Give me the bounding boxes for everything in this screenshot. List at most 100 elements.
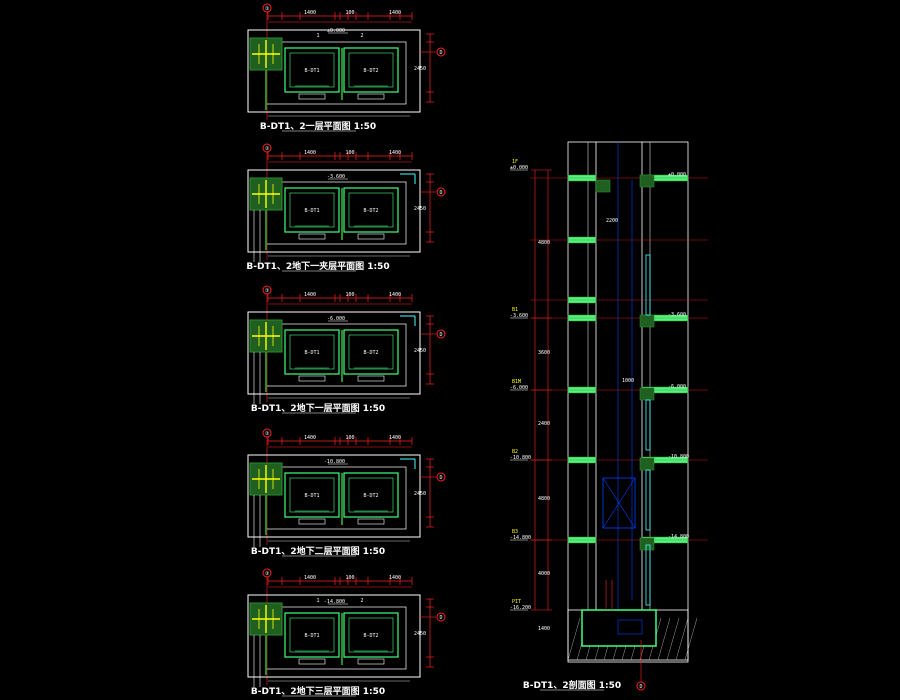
car-left-landing-door: [298, 658, 326, 665]
dimension-text-top: 1400: [389, 10, 401, 16]
car-right-cab: [348, 617, 394, 653]
plan-outer-wall: [247, 594, 421, 678]
car-right-label: B-DT2: [363, 493, 378, 499]
axis-label-right: D: [439, 475, 442, 481]
dimension-text-top: 1400: [304, 575, 316, 581]
dimension-text-right: 2450: [414, 631, 426, 637]
car-right-outline: [343, 47, 399, 93]
car-right-label: B-DT2: [363, 68, 378, 74]
car-right-landing-door: [357, 233, 385, 240]
section-car-cross: [602, 477, 636, 529]
glass-panel: [645, 399, 651, 451]
level-tag: 1F: [512, 159, 518, 165]
pit-hatch: [684, 617, 698, 661]
car-left-landing-door: [298, 233, 326, 240]
dimension-text-top: 1400: [389, 150, 401, 156]
car-right-cab: [348, 52, 394, 88]
buffer: [617, 619, 643, 635]
car-left-outline: [284, 329, 340, 375]
axis-bubble-right: [436, 187, 446, 197]
glass-panel: [645, 544, 651, 606]
car-right-outline: [343, 329, 399, 375]
level-tag: B1M: [512, 379, 521, 385]
car-right-landing-door: [357, 93, 385, 100]
level-elevation: -6.000: [510, 385, 528, 391]
glass-panel: [645, 254, 651, 316]
level-elevation: -16.200: [510, 605, 531, 611]
plan-title: B-DT1、2一层平面图 1:50: [260, 121, 376, 132]
car-left-cab: [289, 334, 335, 370]
car-left-outline: [284, 472, 340, 518]
dimension-text-left: 3600: [538, 350, 550, 356]
axis-bubble-bottom: [636, 681, 646, 691]
plan-title: B-DT1、2地下一夹层平面图 1:50: [246, 260, 389, 272]
car-right-label: B-DT2: [363, 633, 378, 639]
plan-elevation-tag: ±0.000: [327, 28, 345, 34]
dimension-text-top: 100: [345, 150, 354, 156]
right-elevation-tag: -6.000: [668, 384, 686, 390]
dimension-text-top: 1400: [304, 435, 316, 441]
level-tag: B2: [512, 449, 518, 455]
axis-label-top: ③: [265, 6, 270, 12]
dimension-text-left: 1400: [538, 626, 550, 632]
car-right-cab: [348, 477, 394, 513]
axis-bubble-right: [436, 612, 446, 622]
pit-hatch: [666, 617, 680, 661]
section-car: [602, 477, 636, 529]
dimension-text-top: 1400: [389, 575, 401, 581]
pit-hatch: [657, 617, 671, 661]
plan-outer-wall: [247, 454, 421, 538]
dimension-text-top: 1400: [304, 150, 316, 156]
car-right-cab: [348, 334, 394, 370]
right-elevation-tag: -10.800: [668, 454, 689, 460]
car-left-landing-door: [298, 375, 326, 382]
glass-panel: [645, 469, 651, 531]
dimension-text-top: 1400: [304, 292, 316, 298]
level-tag: PIT: [512, 599, 521, 605]
car-width-label: 1000: [622, 378, 634, 384]
dimension-text-top: 100: [345, 10, 354, 16]
section-beam-block: [639, 174, 655, 188]
section-outline: [567, 141, 689, 663]
dimension-text-left: 4000: [538, 571, 550, 577]
axis-label-right: D: [439, 615, 442, 621]
right-elevation-tag: -3.600: [668, 312, 686, 318]
car-right-cab: [348, 192, 394, 228]
level-tag: B1: [512, 307, 518, 313]
axis-bubble-right: [436, 472, 446, 482]
car-left-label: B-DT1: [304, 350, 319, 356]
plan-outer-wall: [247, 29, 421, 113]
dimension-text-top: 100: [345, 575, 354, 581]
bay-number-right: 2: [360, 33, 363, 39]
car-left-cab: [289, 477, 335, 513]
right-elevation-tag: -14.800: [668, 534, 689, 540]
plan-elevation-tag: -10.800: [324, 459, 345, 465]
car-left-outline: [284, 187, 340, 233]
axis-label-top: ③: [265, 571, 270, 577]
car-left-cab: [289, 52, 335, 88]
dimension-text-top: 1400: [389, 292, 401, 298]
car-right-label: B-DT2: [363, 208, 378, 214]
pit-lining: [581, 609, 657, 647]
dimension-text-top: 100: [345, 292, 354, 298]
plan-elevation-tag: -14.800: [324, 599, 345, 605]
level-tag: B3: [512, 529, 518, 535]
car-right-label: B-DT2: [363, 350, 378, 356]
axis-label-top: ③: [265, 146, 270, 152]
dimension-text-right: 2450: [414, 206, 426, 212]
car-left-cab: [289, 617, 335, 653]
elevator-section: 4800360024004800400014001F±0.000B1-3.600…: [510, 141, 708, 691]
car-right-outline: [343, 472, 399, 518]
section-beam-block: [639, 537, 655, 551]
dimension-text-top: 100: [345, 435, 354, 441]
pit-hatch: [567, 617, 581, 661]
section-title: B-DT1、2剖面图 1:50: [523, 679, 621, 691]
car-right-outline: [343, 612, 399, 658]
